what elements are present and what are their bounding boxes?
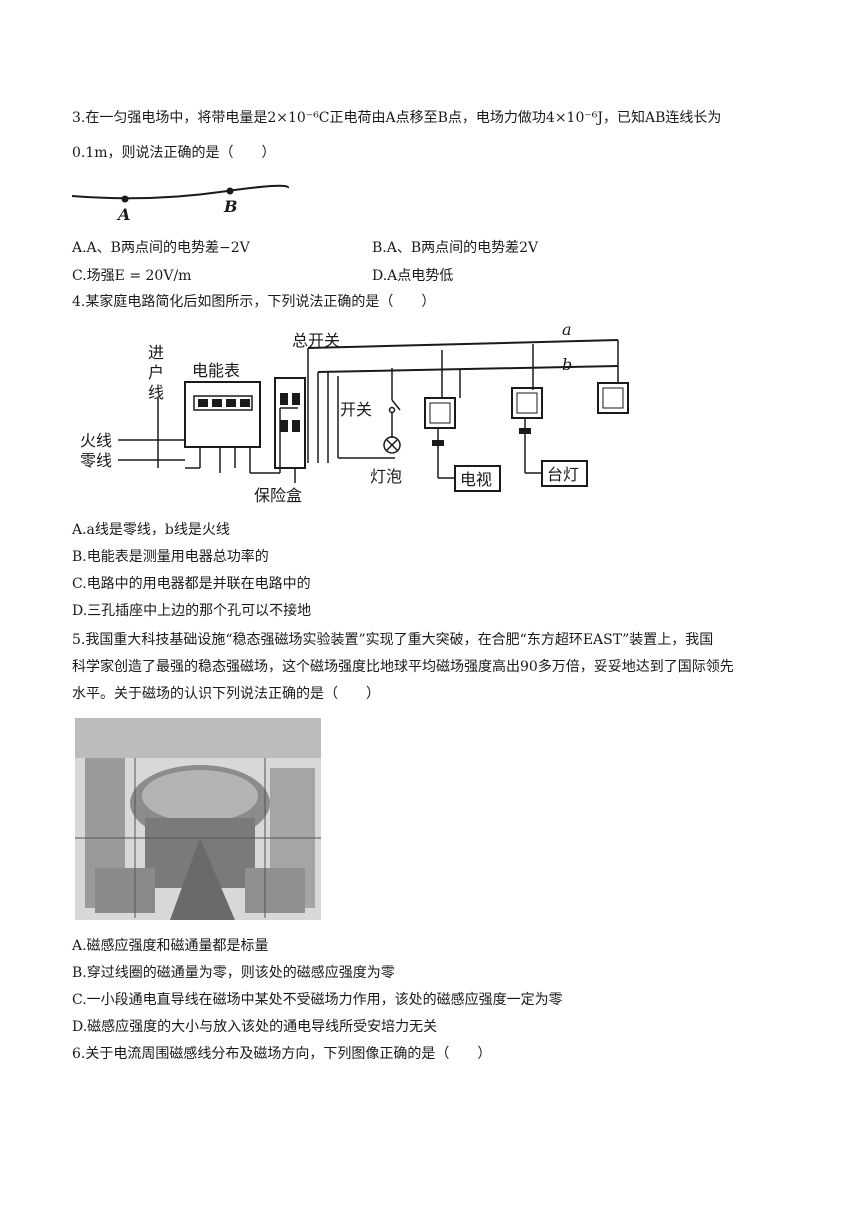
q3-field-line-figure: A B — [71, 184, 290, 224]
point-b-dot — [226, 187, 234, 195]
q5-option-c: C.一小段通电直导线在磁场中某处不受磁场力作用，该处的磁感应强度一定为零 — [72, 992, 563, 1008]
q3-stem-line2: 0.1m，则说法正确的是（ ） — [72, 145, 276, 161]
q3-option-d: D.A点电势低 — [372, 268, 454, 284]
lamp-socket — [511, 387, 543, 419]
q4-stem: 4.某家庭电路简化后如图所示，下列说法正确的是（ ） — [72, 294, 436, 310]
wire-a — [307, 339, 619, 349]
q3-stem-line1: 3.在一匀强电场中，将带电量是2×10⁻⁶C正电荷由A点移至B点，电场力做功4×… — [72, 110, 722, 126]
bulb-label: 灯泡 — [370, 467, 402, 486]
meter-box — [184, 381, 261, 448]
east-device-photo — [75, 718, 321, 920]
tv-label: 电视 — [460, 470, 492, 489]
tv-box — [454, 465, 501, 492]
q4-option-d: D.三孔插座中上边的那个孔可以不接地 — [72, 603, 312, 619]
point-a-label: A — [116, 205, 130, 224]
q4-option-a: A.a线是零线，b线是火线 — [72, 522, 230, 538]
lamp-box — [541, 460, 588, 487]
q4-circuit-diagram: a b 总开关 进户线 火线 零线 电能表 — [80, 320, 629, 505]
q4-option-b: B.电能表是测量用电器总功率的 — [72, 549, 269, 565]
q5-stem-line2: 科学家创造了最强的稳态强磁场，这个磁场强度比地球平均磁场强度高出90多万倍，妥妥… — [72, 659, 734, 675]
main-switch-label: 总开关 — [292, 331, 340, 350]
point-a-dot — [121, 195, 129, 203]
fire-wire-label: 火线 — [80, 431, 112, 450]
entry-line-label: 进户线 — [148, 343, 164, 402]
q5-stem-line3: 水平。关于磁场的认识下列说法正确的是（ ） — [72, 686, 380, 702]
q3-option-c: C.场强E = 20V/m — [72, 268, 192, 284]
lamp-label: 台灯 — [547, 465, 579, 484]
bulb-icon — [383, 436, 401, 454]
q3-option-a: A.A、B两点间的电势差−2V — [72, 240, 250, 256]
meter-label: 电能表 — [192, 361, 240, 380]
q5-option-d: D.磁感应强度的大小与放入该处的通电导线所受安培力无关 — [72, 1019, 438, 1035]
fuse-box-label: 保险盒 — [254, 486, 302, 505]
wire-b — [317, 365, 619, 373]
q3-option-b: B.A、B两点间的电势差2V — [372, 240, 539, 256]
main-switch-box — [274, 377, 306, 469]
switch-contact — [391, 399, 401, 411]
q5-stem-line1: 5.我国重大科技基础设施“稳态强磁场实验装置”实现了重大突破，在合肥“东方超环E… — [72, 632, 714, 648]
q4-option-c: C.电路中的用电器都是并联在电路中的 — [72, 576, 311, 592]
q6-stem: 6.关于电流周围磁感线分布及磁场方向，下列图像正确的是（ ） — [72, 1046, 492, 1062]
tv-socket — [424, 397, 456, 429]
field-line — [71, 184, 290, 200]
wire-b-label: b — [562, 355, 572, 374]
wire-a-label: a — [562, 320, 572, 339]
point-b-label: B — [223, 197, 238, 216]
third-socket — [597, 382, 629, 414]
q5-option-a: A.磁感应强度和磁通量都是标量 — [72, 938, 269, 954]
q5-option-b: B.穿过线圈的磁通量为零，则该处的磁感应强度为零 — [72, 965, 395, 981]
switch-label: 开关 — [340, 400, 372, 419]
neutral-wire-label: 零线 — [80, 451, 112, 470]
